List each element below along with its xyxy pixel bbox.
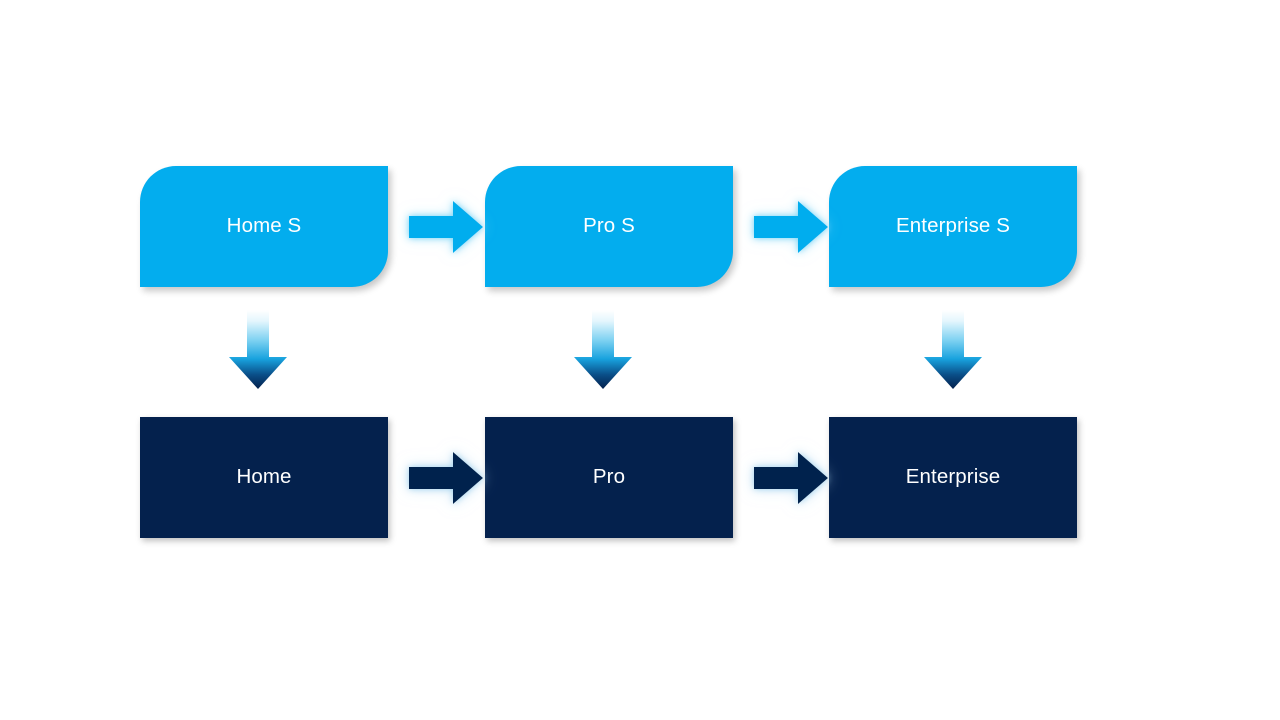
node-label-pro: Pro [592, 465, 626, 489]
arrow-enterprise-to-enterprise-s [924, 310, 982, 389]
arrow-pro-s-to-enterprise-s [754, 201, 828, 253]
node-home[interactable]: Home [140, 417, 388, 538]
node-pro[interactable]: Pro [485, 417, 733, 538]
node-pro-s[interactable]: Pro S [485, 166, 733, 287]
node-label-enterprise-s: Enterprise S [896, 214, 1010, 238]
node-label-pro-s: Pro S [583, 214, 635, 238]
arrow-down-icon [574, 310, 632, 389]
node-label-enterprise: Enterprise [905, 465, 1001, 489]
arrow-home-s-to-pro-s [409, 201, 483, 253]
arrow-right-icon [409, 452, 483, 504]
arrow-right-icon [754, 452, 828, 504]
arrow-home-to-pro [409, 452, 483, 504]
arrow-home-to-home-s [229, 310, 287, 389]
node-enterprise[interactable]: Enterprise [829, 417, 1077, 538]
arrow-down-icon [924, 310, 982, 389]
arrow-right-icon [409, 201, 483, 253]
node-label-home-s: Home S [226, 214, 302, 238]
arrow-pro-to-pro-s [574, 310, 632, 389]
arrow-pro-to-enterprise [754, 452, 828, 504]
node-home-s[interactable]: Home S [140, 166, 388, 287]
arrow-down-icon [229, 310, 287, 389]
arrow-right-icon [754, 201, 828, 253]
node-enterprise-s[interactable]: Enterprise S [829, 166, 1077, 287]
node-label-home: Home [236, 465, 292, 489]
